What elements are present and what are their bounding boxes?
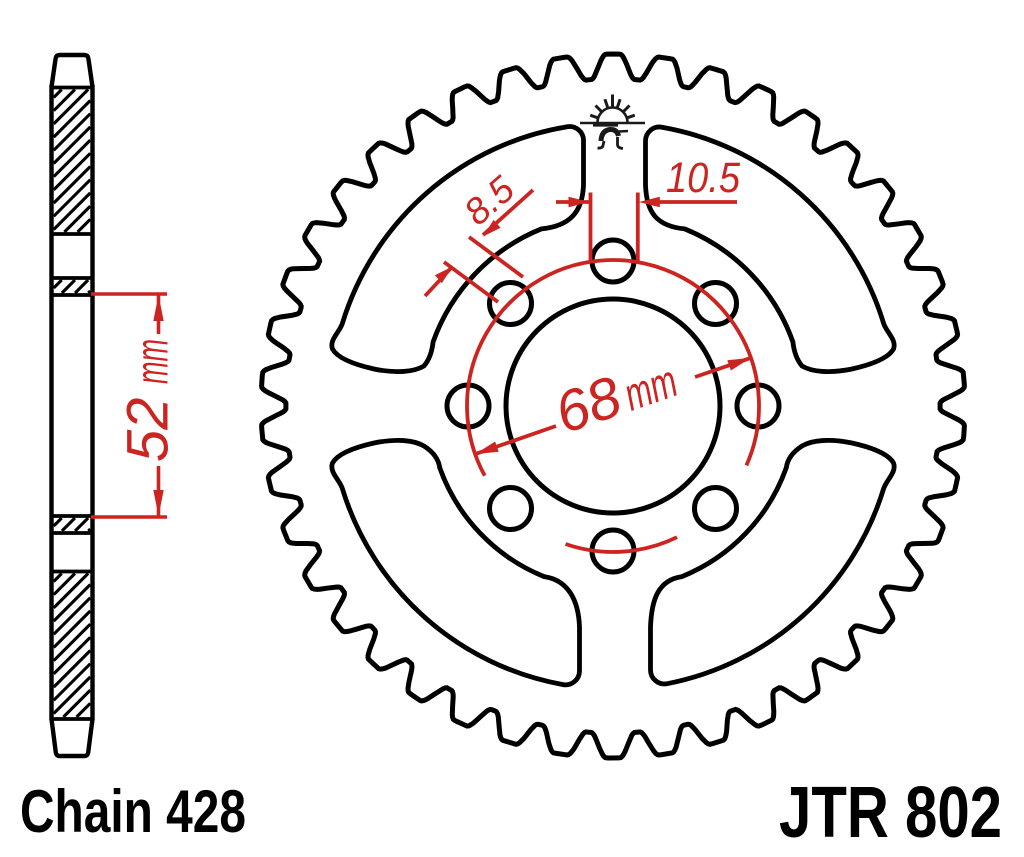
svg-text:Chain 428: Chain 428 xyxy=(20,778,246,845)
svg-text:52: 52 xyxy=(116,397,181,462)
svg-text:10.5: 10.5 xyxy=(666,154,741,202)
svg-text:mm: mm xyxy=(127,339,178,384)
svg-text:JTR 802: JTR 802 xyxy=(779,773,1002,852)
